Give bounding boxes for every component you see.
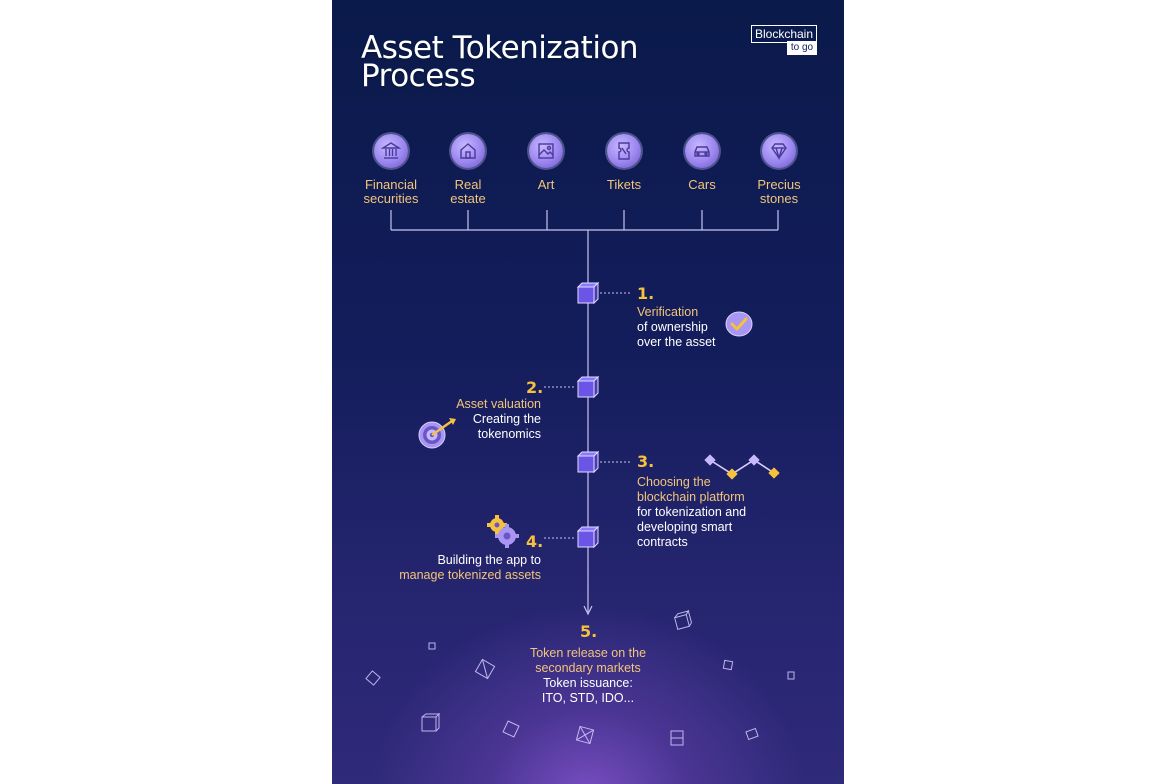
asset-label: Art	[537, 177, 555, 192]
diamond-icon	[762, 134, 796, 168]
step-2-text: Asset valuation Creating the tokenomics	[456, 397, 541, 441]
brand-logo: Blockchain to go	[751, 25, 817, 55]
step-4-text: Building the app to manage tokenized ass…	[399, 553, 541, 582]
ticket-icon	[607, 134, 641, 168]
infographic-poster: Asset Tokenization Process Blockchain to…	[332, 0, 844, 784]
chain-nodes-icon	[704, 454, 780, 480]
title-line-1: Asset Tokenization	[361, 30, 639, 66]
timeline-cube-4	[576, 525, 600, 549]
step-1-number: 1.	[637, 284, 655, 303]
asset-label: Precius stones	[757, 177, 801, 206]
logo-sub-text: to go	[787, 41, 817, 55]
car-icon	[685, 134, 719, 168]
bank-icon	[374, 134, 408, 168]
timeline-cube-1	[576, 281, 600, 305]
gears-icon	[487, 515, 519, 548]
step-5-text: Token release on the secondary markets T…	[529, 646, 647, 705]
floating-cubes-decoration	[365, 609, 795, 746]
timeline-cube-3	[576, 450, 600, 474]
step-5-number: 5.	[580, 622, 598, 641]
asset-label: Real estate	[450, 177, 486, 206]
title-line-2: Process	[361, 58, 476, 94]
step-3-number: 3.	[637, 452, 655, 471]
asset-label: Cars	[688, 177, 716, 192]
step-4-number: 4.	[526, 532, 544, 551]
step-1-text: Verification of ownership over the asset	[637, 305, 716, 349]
timeline-cube-2	[576, 375, 600, 399]
step-3-text: Choosing the blockchain platform for tok…	[637, 475, 747, 549]
asset-label: Tikets	[606, 177, 642, 192]
checkmark-badge-icon	[725, 311, 753, 337]
house-icon	[451, 134, 485, 168]
target-icon	[418, 418, 456, 449]
asset-label: Financial securities	[363, 177, 419, 206]
logo-main-text: Blockchain	[751, 25, 817, 43]
step-2-number: 2.	[526, 378, 544, 397]
page-title: Asset Tokenization Process	[361, 30, 639, 94]
picture-icon	[529, 134, 563, 168]
